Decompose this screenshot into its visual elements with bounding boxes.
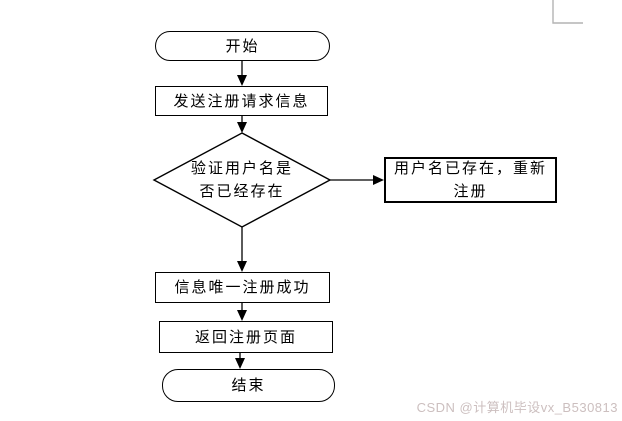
- arrowhead-start-to-send: [237, 75, 247, 86]
- arrowhead-verify-to-exists: [373, 175, 384, 185]
- node-unique-success: 信息唯一注册成功: [155, 272, 330, 303]
- node-username-exists: 用户名已存在，重新 注册: [384, 157, 557, 203]
- node-end: 结束: [162, 369, 335, 402]
- arrowhead-return-to-end: [235, 358, 245, 369]
- node-send-request: 发送注册请求信息: [155, 86, 328, 116]
- table-corner-artifact: [552, 0, 583, 24]
- node-verify-username: 验证用户名是 否已经存在: [190, 160, 293, 200]
- node-return-page: 返回注册页面: [159, 321, 333, 353]
- arrowhead-send-to-verify: [237, 122, 247, 133]
- node-start: 开始: [155, 31, 330, 61]
- arrowhead-verify-to-success: [237, 261, 247, 272]
- csdn-watermark: CSDN @计算机毕设vx_B530813: [416, 400, 618, 415]
- arrowhead-success-to-return: [237, 310, 247, 321]
